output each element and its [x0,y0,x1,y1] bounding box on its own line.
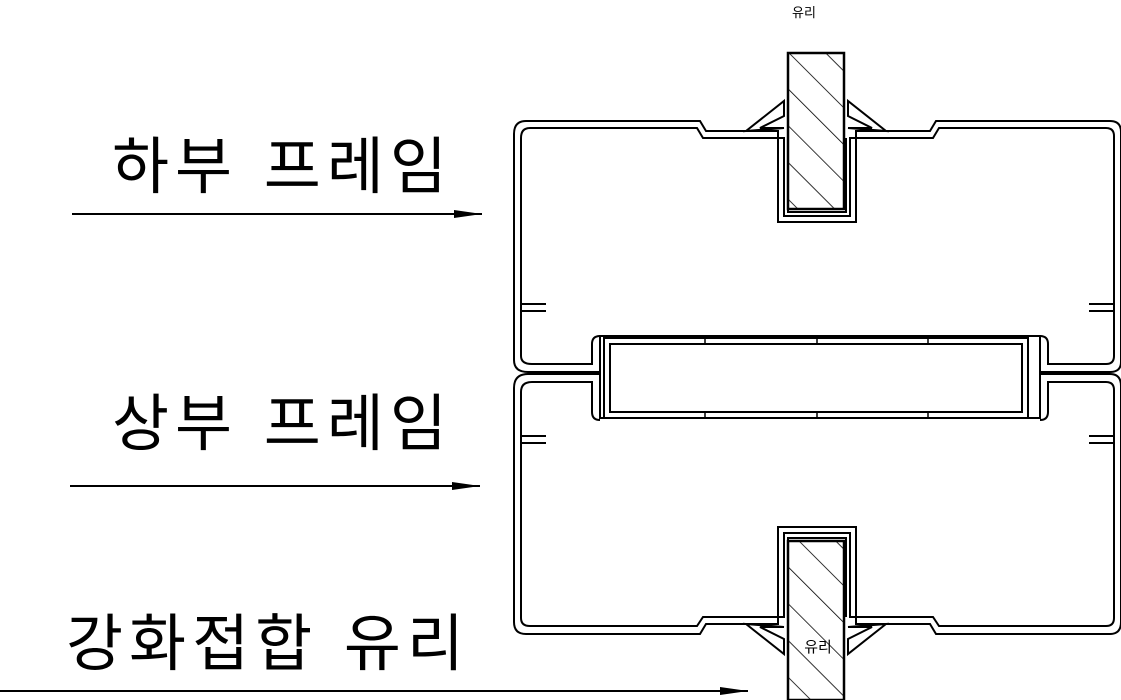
laminated-glass-label: 강화접합 유리 [66,607,470,680]
glass-bottom-label: 유리 [804,638,832,656]
top-glass-pane [786,51,846,211]
lower-frame-profile [513,120,1121,373]
glass-top-label: 유리 [792,6,816,21]
bottom-gaskets [742,622,890,657]
lower-frame-label: 하부 프레임 [112,130,453,203]
upper-frame-profile [513,373,1121,635]
top-gaskets [742,98,890,133]
upper-frame-label: 상부 프레임 [112,387,453,460]
frame-connector [603,337,1029,419]
bottom-glass-pane [786,539,846,700]
callout-upper-frame: 상부 프레임 [70,387,480,490]
callout-lower-frame: 하부 프레임 [72,130,482,218]
callout-laminated-glass: 강화접합 유리 [0,607,748,695]
